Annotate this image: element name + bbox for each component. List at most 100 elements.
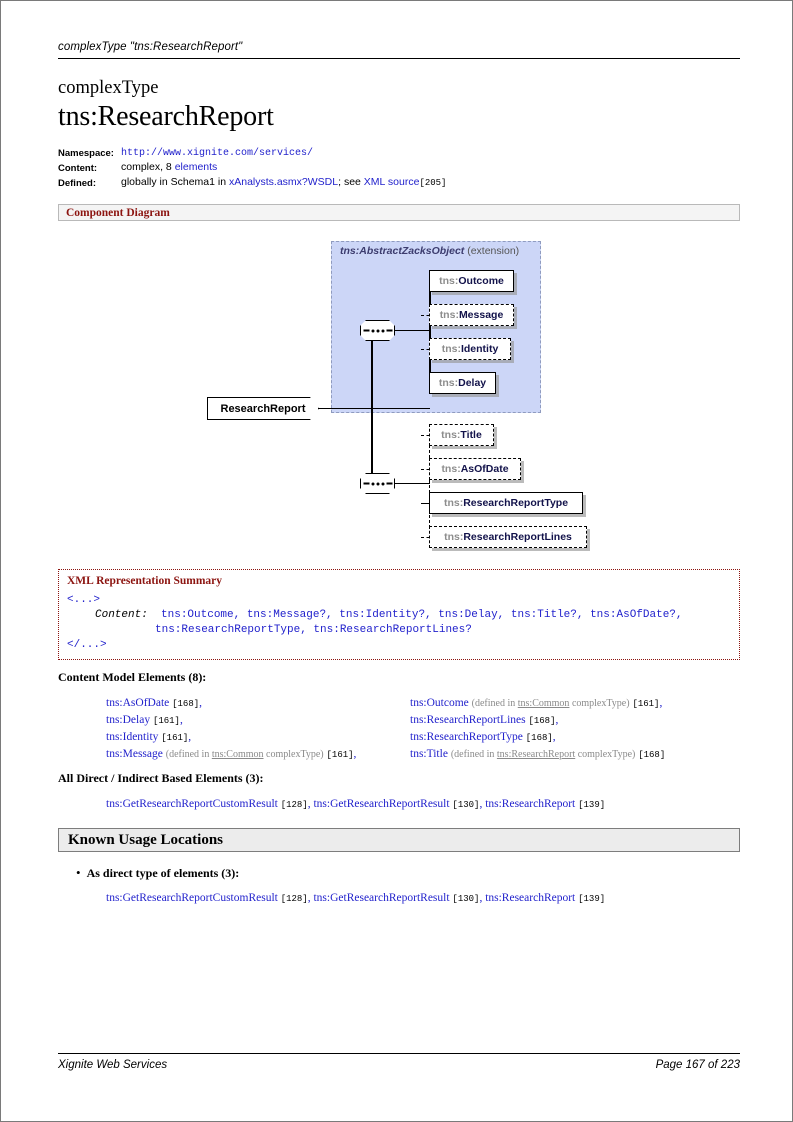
known-usage-list: tns:GetResearchReportCustomResult [128],… <box>106 890 746 907</box>
element-link[interactable]: tns:Identity <box>106 731 159 743</box>
diagram-element-title-name: Title <box>460 428 482 441</box>
element-ref: [139] <box>578 894 606 904</box>
element-link[interactable]: tns:GetResearchReportResult <box>313 892 450 904</box>
xml-content-row: Content: tns:Outcome, tns:Message?, tns:… <box>67 608 731 623</box>
section-title-component-diagram: Component Diagram <box>66 207 170 219</box>
diagram-element-researchreporttype-prefix: tns: <box>443 496 464 509</box>
extension-group-type: tns:AbstractZacksObject <box>340 245 465 257</box>
element-link[interactable]: tns:ResearchReportLines <box>410 714 526 726</box>
element-link[interactable]: tns:GetResearchReportCustomResult <box>106 892 278 904</box>
diagram-element-identity-prefix: tns: <box>441 342 461 355</box>
element-comma: , <box>555 714 559 726</box>
diagram-element-delay[interactable]: tns:Delay <box>429 372 496 394</box>
element-link[interactable]: tns:GetResearchReportCustomResult <box>106 798 278 810</box>
diagram-element-outcome[interactable]: tns:Outcome <box>429 270 514 292</box>
namespace-value-link[interactable]: http://www.xignite.com/services/ <box>121 148 314 159</box>
xml-representation-summary: XML Representation Summary <...> Content… <box>58 569 740 660</box>
element-link[interactable]: tns:ResearchReport <box>485 798 576 810</box>
diagram-element-asofdate-name: AsOfDate <box>460 462 509 475</box>
extension-group-kind: (extension) <box>467 245 520 257</box>
namespace-label: Namespace: <box>58 148 114 159</box>
footer-right: Page 167 of 223 <box>655 1059 740 1071</box>
element-link[interactable]: tns:Title <box>410 748 448 760</box>
element-comma: , <box>552 731 556 743</box>
element-ref: [161] <box>326 750 354 760</box>
element-link[interactable]: tns:Outcome <box>410 697 469 709</box>
element-note-pre: (defined in <box>471 698 518 709</box>
element-note-link[interactable]: tns:ResearchReport <box>496 749 576 760</box>
sequence-node-own[interactable] <box>360 473 395 494</box>
content-elements-link[interactable]: elements <box>174 161 218 173</box>
diagram-element-identity[interactable]: tns:Identity <box>429 338 511 360</box>
root-node-label: ResearchReport <box>220 402 306 415</box>
diagram-element-researchreportlines-prefix: tns: <box>444 530 464 543</box>
element-note-pre: (defined in <box>165 749 212 760</box>
diagram-element-asofdate[interactable]: tns:AsOfDate <box>429 458 521 480</box>
connector-title <box>421 434 435 436</box>
element-ref: [168] <box>528 716 556 726</box>
element-note-post: complexType) <box>569 698 630 709</box>
element-link[interactable]: tns:AsOfDate <box>106 697 170 709</box>
xml-content-line2[interactable]: tns:ResearchReportType, tns:ResearchRepo… <box>155 624 472 636</box>
defined-xml-source-link[interactable]: XML source <box>363 176 420 188</box>
defined-ref: [205] <box>419 178 447 188</box>
element-note-link[interactable]: tns:Common <box>517 698 570 709</box>
page-title: tns:ResearchReport <box>58 101 274 132</box>
xml-content-line1[interactable]: tns:Outcome, tns:Message?, tns:Identity?… <box>161 609 683 621</box>
type-metadata-table: Namespace: http://www.xignite.com/servic… <box>58 146 446 191</box>
diagram-element-title-prefix: tns: <box>441 428 461 441</box>
element-comma: , <box>179 714 183 726</box>
defined-mid: ; see <box>338 176 364 188</box>
section-bar-known-usage: Known Usage Locations <box>58 828 740 852</box>
list-item: tns:ResearchReportLines [168], <box>410 712 750 729</box>
element-link[interactable]: tns:ResearchReport <box>485 892 576 904</box>
diagram-element-outcome-prefix: tns: <box>439 274 459 287</box>
connector-root-horizontal <box>318 407 430 409</box>
diagram-element-researchreportlines[interactable]: tns:ResearchReportLines <box>429 526 587 548</box>
element-link[interactable]: tns:Delay <box>106 714 151 726</box>
list-item: tns:Delay [161], <box>106 712 406 729</box>
diagram-element-researchreporttype[interactable]: tns:ResearchReportType <box>429 492 583 514</box>
connector-seq-upper-stem <box>394 329 430 331</box>
sequence-node-inherited[interactable] <box>360 320 395 341</box>
diagram-element-outcome-name: Outcome <box>458 274 504 287</box>
xml-content-line2-row: tns:ResearchReportType, tns:ResearchRepo… <box>67 623 731 638</box>
root-node-research-report[interactable]: ResearchReport <box>207 397 319 420</box>
element-ref: [161] <box>152 716 180 726</box>
running-head-text: complexType "tns:ResearchReport" <box>58 41 243 53</box>
connector-seq-lower-spine <box>429 435 430 538</box>
connector-asofdate <box>421 468 435 470</box>
diagram-element-message[interactable]: tns:Message <box>429 304 514 326</box>
defined-wsdl-link[interactable]: xAnalysts.asmx?WSDL <box>228 176 339 188</box>
diagram-element-title[interactable]: tns:Title <box>429 424 494 446</box>
element-note-link[interactable]: tns:Common <box>211 749 264 760</box>
xml-content-label: Content: <box>95 609 148 621</box>
content-model-right-column: tns:Outcome (defined in tns:Common compl… <box>410 695 750 763</box>
diagram-element-asofdate-prefix: tns: <box>441 462 461 475</box>
xml-close-tag: </...> <box>67 639 107 651</box>
extension-group-label: tns:AbstractZacksObject (extension) <box>340 245 519 257</box>
metadata-row-content: Content: complex, 8 elements <box>58 161 446 176</box>
element-note: (defined in tns:Common complexType) <box>472 698 630 709</box>
metadata-row-defined: Defined: globally in Schema1 in xAnalyst… <box>58 176 446 191</box>
element-link[interactable]: tns:GetResearchReportResult <box>313 798 450 810</box>
connector-trunk-vertical <box>371 330 373 485</box>
element-ref: [128] <box>280 894 308 904</box>
element-note-pre: (defined in <box>450 749 497 760</box>
element-link[interactable]: tns:Message <box>106 748 163 760</box>
connector-seq-lower-stem <box>394 482 430 484</box>
list-item: tns:Message (defined in tns:Common compl… <box>106 746 406 763</box>
element-ref: [168] <box>525 733 553 743</box>
connector-seq-upper-spine <box>429 281 431 384</box>
diagram-element-researchreportlines-name: ResearchReportLines <box>463 530 572 543</box>
diagram-element-delay-name: Delay <box>458 376 487 389</box>
type-kicker: complexType <box>58 78 159 98</box>
element-note: (defined in tns:Common complexType) <box>166 749 324 760</box>
sequence-dots-icon <box>363 329 392 332</box>
element-ref: [130] <box>452 800 480 810</box>
list-item: tns:ResearchReportType [168], <box>410 729 750 746</box>
element-link[interactable]: tns:ResearchReportType <box>410 731 523 743</box>
footer-left: Xignite Web Services <box>58 1059 168 1071</box>
